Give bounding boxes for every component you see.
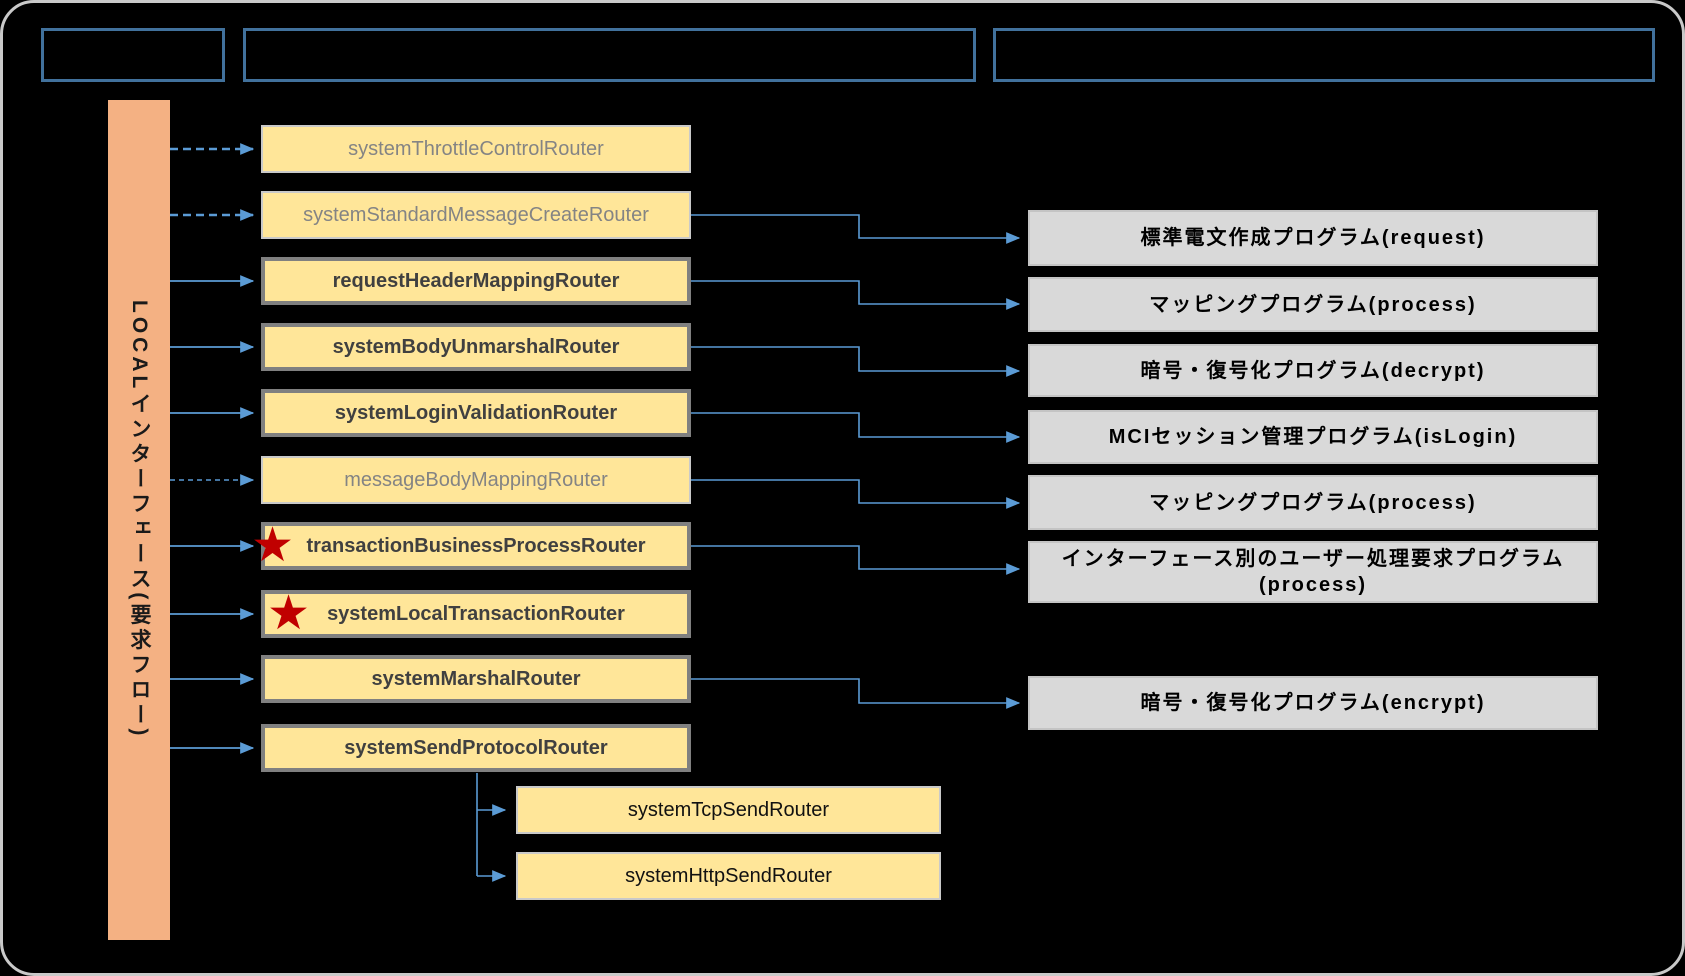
router-box-systemMarshalRouter: systemMarshalRouter [261, 655, 691, 703]
program-box-user-process-request: インターフェース別のユーザー処理要求プログラム (process) [1028, 541, 1598, 603]
router-box-systemSendProtocolRouter: systemSendProtocolRouter [261, 724, 691, 772]
router-label: systemBodyUnmarshalRouter [332, 335, 620, 358]
star-icon: ★ [251, 517, 295, 573]
router-label: systemStandardMessageCreateRouter [303, 203, 649, 226]
program-label: 暗号・復号化プログラム(encrypt) [1140, 692, 1486, 714]
program-box-mci-session-islogin: MCIセッション管理プログラム(isLogin) [1028, 410, 1598, 464]
header-box-2 [243, 28, 976, 82]
router-box-systemLoginValidationRouter: systemLoginValidationRouter [261, 389, 691, 437]
router-label: systemMarshalRouter [371, 667, 581, 690]
program-label-line2: (process) [1258, 574, 1368, 596]
program-label: インターフェース別のユーザー処理要求プログラム [1061, 548, 1565, 570]
router-label: systemSendProtocolRouter [344, 736, 608, 759]
router-label: systemLoginValidationRouter [334, 401, 618, 424]
router-box-systemTcpSendRouter: systemTcpSendRouter [516, 786, 941, 834]
router-label: systemTcpSendRouter [627, 798, 830, 821]
router-label: transactionBusinessProcessRouter [306, 534, 646, 557]
router-box-systemBodyUnmarshalRouter: systemBodyUnmarshalRouter [261, 323, 691, 371]
router-label: systemHttpSendRouter [625, 864, 832, 887]
router-box-requestHeaderMappingRouter: requestHeaderMappingRouter [261, 257, 691, 305]
program-box-encrypt: 暗号・復号化プログラム(encrypt) [1028, 676, 1598, 730]
star-icon: ★ [267, 585, 311, 641]
router-label: requestHeaderMappingRouter [332, 269, 620, 292]
router-box-messageBodyMappingRouter: messageBodyMappingRouter [261, 456, 691, 504]
router-label: systemThrottleControlRouter [348, 137, 604, 160]
program-label: マッピングプログラム(process) [1149, 491, 1477, 514]
header-box-3 [993, 28, 1655, 82]
router-box-transactionBusinessProcessRouter: ★ transactionBusinessProcessRouter [251, 521, 691, 570]
program-label: 暗号・復号化プログラム(decrypt) [1140, 359, 1486, 382]
swimlane-local-interface: LOCALインターフェース(要求フロー) [108, 100, 170, 940]
router-box-systemHttpSendRouter: systemHttpSendRouter [516, 852, 941, 900]
program-label: MCIセッション管理プログラム(isLogin) [1108, 426, 1518, 448]
program-box-decrypt: 暗号・復号化プログラム(decrypt) [1028, 344, 1598, 397]
router-box-systemStandardMessageCreateRouter: systemStandardMessageCreateRouter [261, 191, 691, 239]
swimlane-label: LOCALインターフェース(要求フロー) [128, 300, 151, 740]
program-box-mapping-process-1: マッピングプログラム(process) [1028, 277, 1598, 332]
router-box-systemLocalTransactionRouter: ★ systemLocalTransactionRouter [261, 585, 691, 641]
router-box-systemThrottleControlRouter: systemThrottleControlRouter [261, 125, 691, 173]
header-box-1 [41, 28, 225, 82]
router-label: messageBodyMappingRouter [344, 468, 608, 491]
router-label: systemLocalTransactionRouter [327, 602, 625, 625]
program-label: マッピングプログラム(process) [1149, 293, 1477, 316]
program-box-mapping-process-2: マッピングプログラム(process) [1028, 475, 1598, 530]
program-box-standard-message-create: 標準電文作成プログラム(request) [1028, 210, 1598, 266]
program-label: 標準電文作成プログラム(request) [1140, 227, 1486, 249]
